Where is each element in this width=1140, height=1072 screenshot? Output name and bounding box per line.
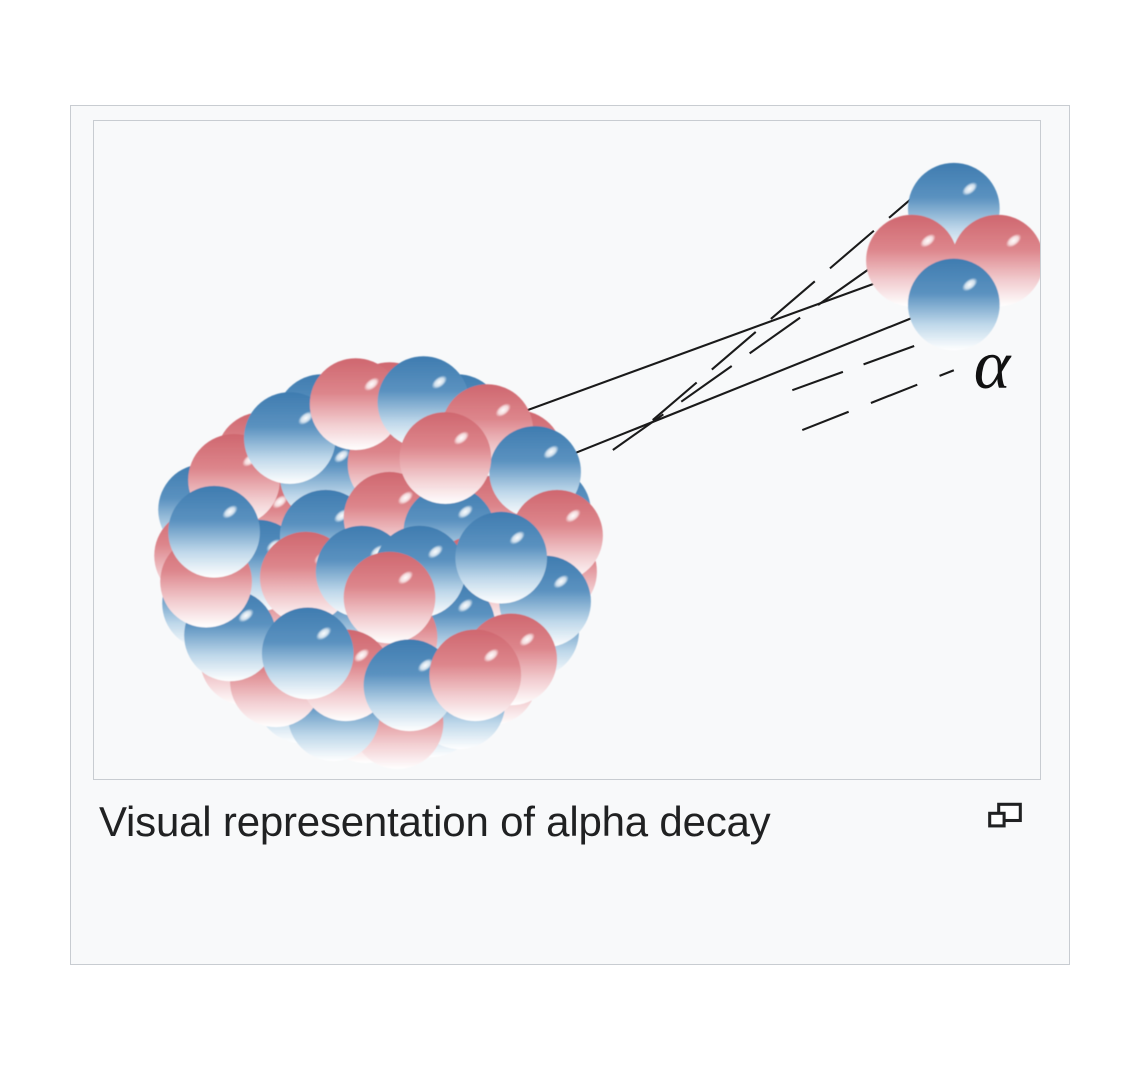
trajectory-line-dashed-3	[791, 331, 953, 392]
image-thumbnail-frame: α Visual representation of alpha decay	[70, 105, 1070, 965]
trajectory-line-solid-2	[512, 315, 917, 479]
figure-image-container[interactable]: α	[93, 120, 1041, 780]
trajectory-line-dashed-1	[652, 182, 931, 421]
alpha-decay-diagram[interactable]: α	[94, 121, 1040, 779]
trajectory-line-solid-1	[488, 269, 911, 426]
trajectory-line-dashed-4	[801, 369, 955, 432]
enlarge-icon[interactable]	[987, 801, 1023, 831]
figure-caption-bar: Visual representation of alpha decay	[93, 792, 1041, 952]
figure-caption-text: Visual representation of alpha decay	[99, 798, 771, 845]
alpha-symbol-label: α	[974, 327, 1012, 404]
trajectory-lines	[488, 182, 955, 479]
trajectory-line-dashed-2	[612, 237, 913, 451]
